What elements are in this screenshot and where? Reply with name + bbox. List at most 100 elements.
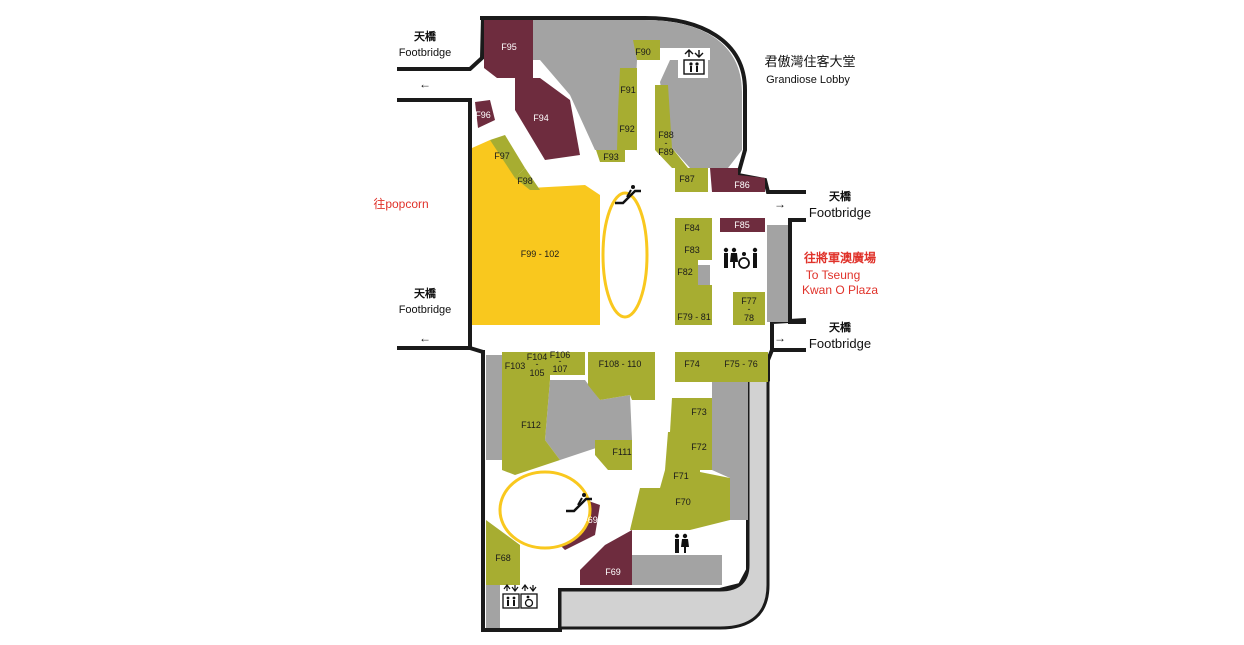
- label-f86: F86: [734, 180, 750, 190]
- arrow-ne: →: [774, 197, 786, 211]
- label-f82: F82: [677, 267, 693, 277]
- label-f111: F111: [612, 447, 631, 457]
- shop-f103[interactable]: [502, 352, 527, 380]
- tko-en-1: To Tseung: [806, 268, 861, 282]
- label-f108-110: F108 - 110: [599, 359, 642, 369]
- label-f106: F106: [550, 350, 571, 360]
- shop-f94[interactable]: [515, 78, 580, 160]
- label-f85: F85: [734, 220, 750, 230]
- footbridge-ne-en: Footbridge: [809, 205, 871, 220]
- shop-f106-107[interactable]: [550, 352, 585, 375]
- shop-f75-76[interactable]: [712, 352, 768, 382]
- lobby-en: Grandiose Lobby: [766, 74, 850, 86]
- label-f98: F98: [517, 176, 533, 186]
- shop-f68[interactable]: [486, 520, 520, 585]
- lobby-block: [533, 20, 742, 168]
- shop-f74[interactable]: [675, 352, 712, 382]
- shop-f71[interactable]: [660, 470, 700, 488]
- label-f104-dash: -: [536, 359, 539, 369]
- label-f94: F94: [533, 113, 549, 123]
- shop-f87[interactable]: [675, 168, 708, 192]
- shop-f111[interactable]: [595, 440, 632, 470]
- shop-f73[interactable]: [670, 398, 712, 432]
- label-f83: F83: [684, 245, 700, 255]
- label-f68: F68: [495, 553, 511, 563]
- lift-icon: [683, 49, 705, 75]
- label-f75-76: F75 - 76: [724, 359, 758, 369]
- label-f97: F97: [494, 151, 510, 161]
- west-lower-line: [469, 346, 485, 630]
- footbridge-w-line: [397, 98, 472, 350]
- shop-f95[interactable]: [484, 20, 533, 78]
- footbridge-nw-line: [397, 17, 485, 71]
- label-f74: F74: [684, 359, 700, 369]
- lift-accessible-icon: [502, 584, 538, 609]
- toilet-box-lower: [666, 530, 696, 554]
- shop-f104-105[interactable]: [527, 352, 550, 380]
- label-f106-dash: -: [559, 356, 562, 366]
- label-f88: F88: [658, 130, 674, 140]
- arrow-se: →: [774, 331, 786, 345]
- lobby-cn: 君傲灣住客大堂: [764, 54, 855, 69]
- shop-f90[interactable]: [633, 40, 660, 60]
- arrow-sw: ←: [419, 331, 431, 345]
- shop-f108-110[interactable]: [588, 352, 655, 400]
- footbridge-ne-cn: 天橋: [829, 189, 852, 203]
- label-f69-upper: F69: [582, 515, 598, 525]
- label-f95: F95: [501, 42, 517, 52]
- shop-f98[interactable]: [515, 168, 540, 190]
- label-f104: F104: [527, 352, 548, 362]
- shop-f77-78[interactable]: [733, 292, 765, 325]
- toilet-icon-lower: [674, 533, 689, 553]
- shop-f99-102[interactable]: [472, 140, 600, 325]
- label-f92: F92: [619, 124, 635, 134]
- tko-cn: 往將軍澳廣場: [804, 250, 876, 265]
- shop-f91[interactable]: [618, 68, 637, 112]
- label-f84: F84: [684, 223, 700, 233]
- atrium-oval-lower: [498, 470, 592, 550]
- label-f71: F71: [673, 471, 689, 481]
- shop-f96[interactable]: [475, 100, 495, 128]
- to-popcorn: 往popcorn: [373, 196, 428, 211]
- shop-f82[interactable]: [675, 260, 698, 285]
- footbridge-sw-cn: 天橋: [414, 286, 437, 300]
- grey-east-strip: [712, 382, 748, 520]
- shop-f79-81[interactable]: [675, 285, 712, 325]
- label-f77: F77: [741, 296, 757, 306]
- shop-f86[interactable]: [710, 168, 765, 192]
- shop-f88-89[interactable]: [655, 85, 688, 168]
- grey-right-col: [767, 225, 788, 322]
- shop-f72[interactable]: [665, 432, 712, 470]
- label-f79-81: F79 - 81: [677, 312, 711, 322]
- shop-f112[interactable]: [502, 380, 560, 475]
- label-f88-dash: -: [665, 138, 668, 148]
- footbridge-e-line: [768, 190, 806, 324]
- toilet-icon-upper: [723, 247, 758, 269]
- label-f69-lower: F69: [605, 567, 621, 577]
- grey-lower-west: [486, 355, 502, 460]
- shop-f84[interactable]: [675, 218, 712, 238]
- escalator-icon-lower: [566, 493, 592, 513]
- shop-f85[interactable]: [720, 218, 765, 232]
- grey-south-west: [486, 585, 500, 628]
- label-f87: F87: [679, 174, 695, 184]
- shop-f93[interactable]: [596, 150, 625, 162]
- footbridge-nw-cn: 天橋: [414, 29, 437, 43]
- label-f78: 78: [744, 313, 754, 323]
- label-f112: F112: [521, 420, 541, 430]
- shop-f92[interactable]: [617, 112, 637, 150]
- footbridge-se-en: Footbridge: [809, 336, 871, 351]
- tko-en-2: Kwan O Plaza: [802, 283, 878, 297]
- shop-f97[interactable]: [490, 135, 525, 178]
- label-f89: F89: [658, 147, 674, 157]
- grey-bottom-center: [632, 555, 722, 585]
- outer-strip: [558, 370, 770, 630]
- label-f91: F91: [620, 85, 636, 95]
- shop-f70[interactable]: [630, 472, 730, 530]
- shop-f83[interactable]: [675, 238, 712, 260]
- label-f99-102: F99 - 102: [521, 249, 560, 259]
- escalator-icon-upper: [615, 185, 641, 205]
- shop-f69-lower[interactable]: [580, 530, 632, 585]
- arrow-nw: ←: [419, 77, 431, 91]
